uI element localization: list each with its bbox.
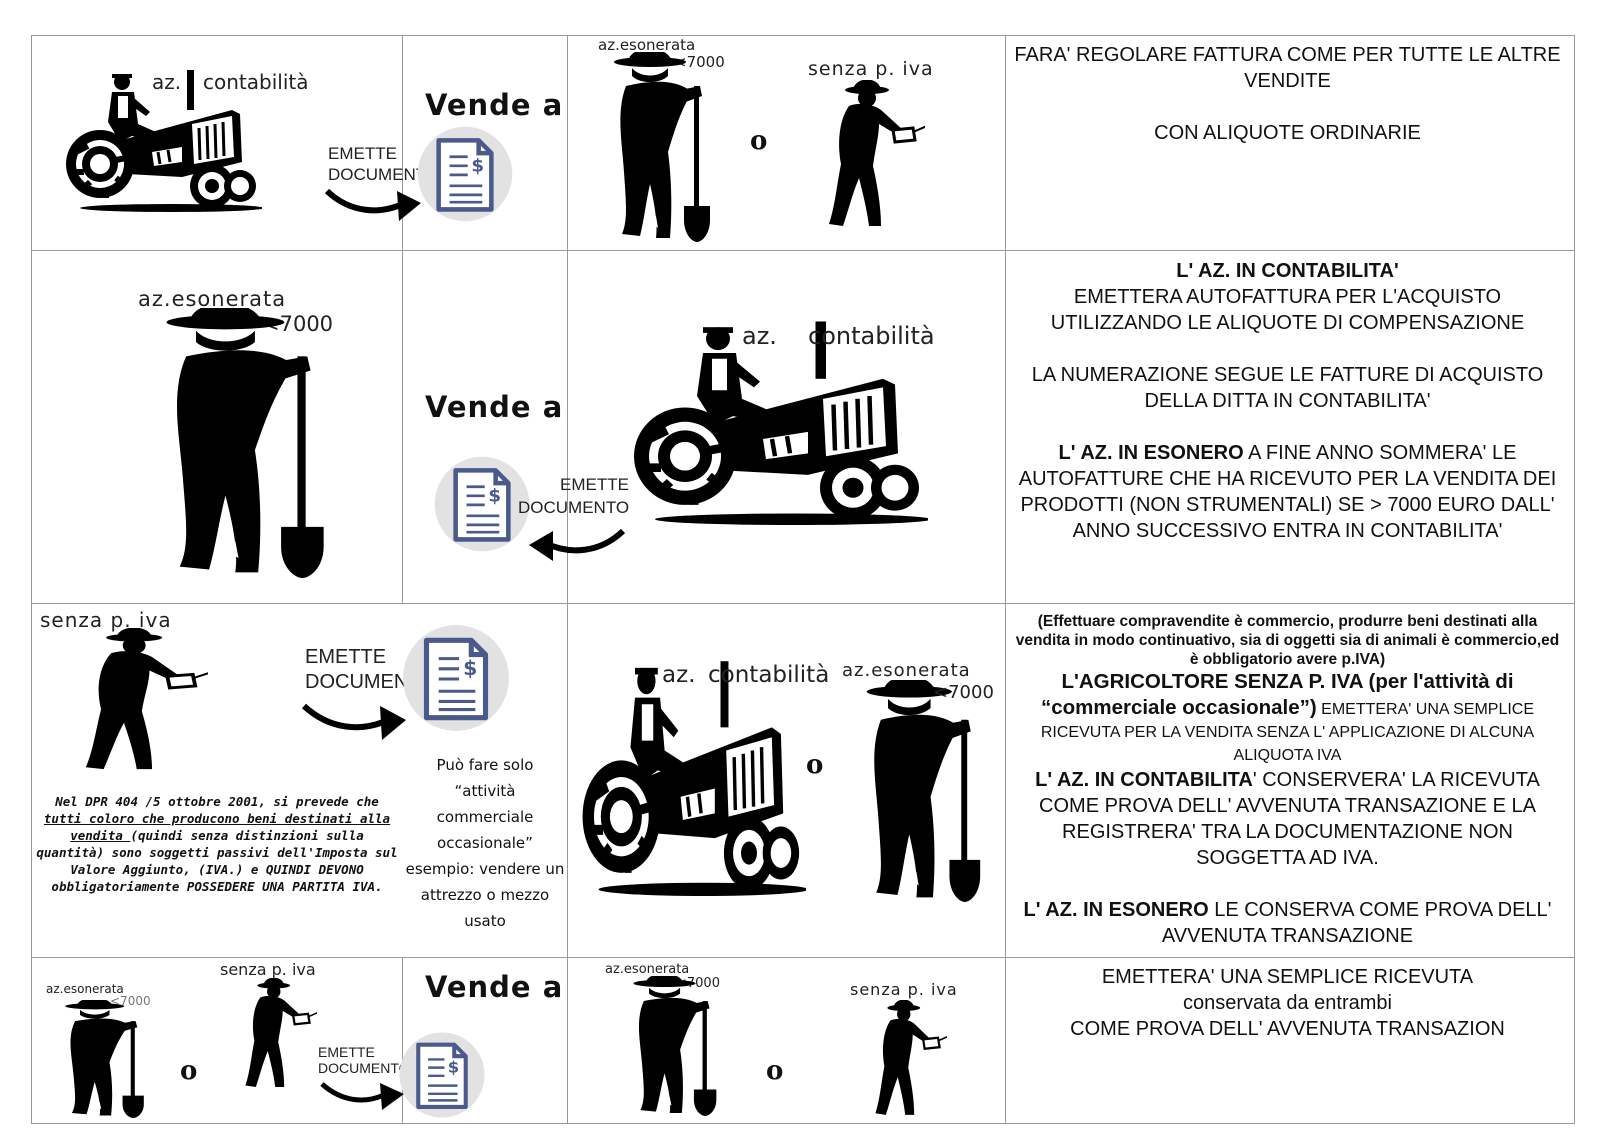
column-divider xyxy=(402,35,403,603)
vende-a-label: Vende a xyxy=(425,970,564,1004)
curved-arrow-icon xyxy=(324,188,421,221)
row2-text: A FINE ANNO SOMMERA' LE AUTOFATTURE CHE … xyxy=(1018,442,1557,542)
document-dollar-icon xyxy=(432,454,532,554)
occasional-note: Può fare solo “attività commerciale occa… xyxy=(405,756,565,930)
farmer-shovel-icon xyxy=(160,308,340,578)
farmer-watering-icon xyxy=(865,1000,947,1118)
farmer-watering-icon xyxy=(815,80,925,230)
row4-description: EMETTERA' UNA SEMPLICE RICEVUTA conserva… xyxy=(1010,964,1565,1042)
limit-label: <7000 xyxy=(933,682,994,703)
row3-agri-bold: L'AGRICOLTORE SENZA P. IVA (per l'attivi… xyxy=(1040,670,1514,719)
row2-text: LA NUMERAZIONE SEGUE LE FATTURE DI ACQUI… xyxy=(1031,364,1544,412)
row2-description: L' AZ. IN CONTABILITA' EMETTERA AUTOFATT… xyxy=(1010,258,1565,544)
or-label: o xyxy=(750,126,768,156)
row4-text: EMETTERA' UNA SEMPLICE RICEVUTA xyxy=(1101,966,1474,988)
row3-text: LE CONSERVA COME PROVA DELL' AVVENUTA TR… xyxy=(1161,899,1552,947)
row1-description: FARA' REGOLARE FATTURA COME PER TUTTE LE… xyxy=(1010,42,1565,146)
documento-label: DOCUMENTO xyxy=(318,1060,410,1076)
az-label: az. xyxy=(742,322,777,350)
contabilita-label: contabilità xyxy=(708,662,830,688)
row1-text: FARA' REGOLARE FATTURA COME PER TUTTE LE… xyxy=(1014,44,1561,92)
row4-text: COME PROVA DELL' AVVENUTA TRANSAZION xyxy=(1070,1018,1505,1040)
farmer-shovel-icon xyxy=(62,1000,152,1118)
senza-piva-label: senza p. iva xyxy=(220,960,316,979)
row4-text: conservata da entrambi xyxy=(1182,992,1392,1014)
farmer-shovel-icon xyxy=(610,52,720,242)
senza-piva-label: senza p. iva xyxy=(808,58,934,80)
az-label: az. xyxy=(662,662,696,688)
senza-piva-label: senza p. iva xyxy=(40,608,172,632)
limit-label: <7000 xyxy=(676,976,720,991)
note-text: Nel DPR 404 /5 ottobre 2001, si prevede … xyxy=(55,794,379,809)
contabilita-label: contabilità xyxy=(808,322,935,350)
row3-text: ' CONSERVERA' LA RICEVUTA COME PROVA DEL… xyxy=(1039,769,1540,869)
limit-label: <7000 xyxy=(110,994,151,1008)
document-dollar-icon xyxy=(415,124,515,224)
documento-label: DOCUMENTO xyxy=(328,165,440,184)
emette-label: EMETTE xyxy=(560,475,629,494)
az-esonerata-label: az.esonerata xyxy=(605,962,690,977)
row3-description: (Effettuare compravendite è commercio, p… xyxy=(1010,612,1565,949)
column-divider xyxy=(1005,35,1006,1123)
documento-label: DOCUMENTO xyxy=(518,498,630,517)
row3-intro: (Effettuare compravendite è commercio, p… xyxy=(1015,613,1560,668)
limit-label: <7000 xyxy=(674,53,725,71)
farmer-shovel-icon xyxy=(630,976,725,1116)
documento-label: DOCUMENTO xyxy=(305,671,436,693)
row1-text: CON ALIQUOTE ORDINARIE xyxy=(1154,122,1421,144)
dpr-note: Nel DPR 404 /5 ottobre 2001, si prevede … xyxy=(36,793,398,895)
note-underlined: tutti coloro che producono beni destinat… xyxy=(43,811,391,843)
vende-a-label: Vende a xyxy=(425,390,564,424)
or-label: o xyxy=(180,1056,198,1086)
row2-esonero-bold: L' AZ. IN ESONERO xyxy=(1058,442,1244,464)
az-esonerata-label: az.esonerata xyxy=(138,287,287,311)
az-esonerata-label: az.esonerata xyxy=(842,660,971,681)
column-divider xyxy=(567,35,568,1123)
farmer-shovel-icon xyxy=(862,680,992,902)
or-label: o xyxy=(806,750,824,780)
row3-eson-bold: L' AZ. IN ESONERO xyxy=(1023,899,1209,921)
curved-arrow-icon xyxy=(529,528,626,561)
farmer-watering-icon xyxy=(235,978,317,1090)
vende-a-label: Vende a xyxy=(425,88,564,122)
row2-title: L' AZ. IN CONTABILITA' xyxy=(1176,260,1399,282)
row-divider xyxy=(31,957,1575,958)
senza-piva-label: senza p. iva xyxy=(850,980,958,999)
column-divider xyxy=(402,957,403,1123)
emette-label: EMETTE xyxy=(328,144,397,163)
emette-label: EMETTE xyxy=(305,646,387,668)
az-label: az. xyxy=(152,70,182,94)
az-esonerata-label: az.esonerata xyxy=(598,36,696,54)
row3-text: EMETTERA' UNA SEMPLICE RICEVUTA PER LA V… xyxy=(1040,701,1535,764)
contabilita-label: contabilità xyxy=(203,70,309,94)
emette-label: EMETTE xyxy=(318,1044,375,1060)
row2-text: EMETTERA AUTOFATTURA PER L'ACQUISTO UTIL… xyxy=(1050,286,1525,334)
curved-arrow-icon xyxy=(301,703,406,740)
curved-arrow-icon xyxy=(320,1082,404,1110)
document-dollar-icon xyxy=(400,622,512,734)
note-text: (quindi senza distinzioni sulla quantità… xyxy=(36,828,398,894)
document-dollar-icon xyxy=(397,1030,487,1120)
diagram-table xyxy=(31,35,1575,1124)
row3-cont-bold: L' AZ. IN CONTABILITA xyxy=(1035,769,1253,791)
row-divider xyxy=(31,603,1575,604)
or-label: o xyxy=(766,1056,784,1086)
farmer-watering-icon xyxy=(68,628,208,773)
az-esonerata-label: az.esonerata xyxy=(46,982,124,996)
row-divider xyxy=(31,250,1575,251)
